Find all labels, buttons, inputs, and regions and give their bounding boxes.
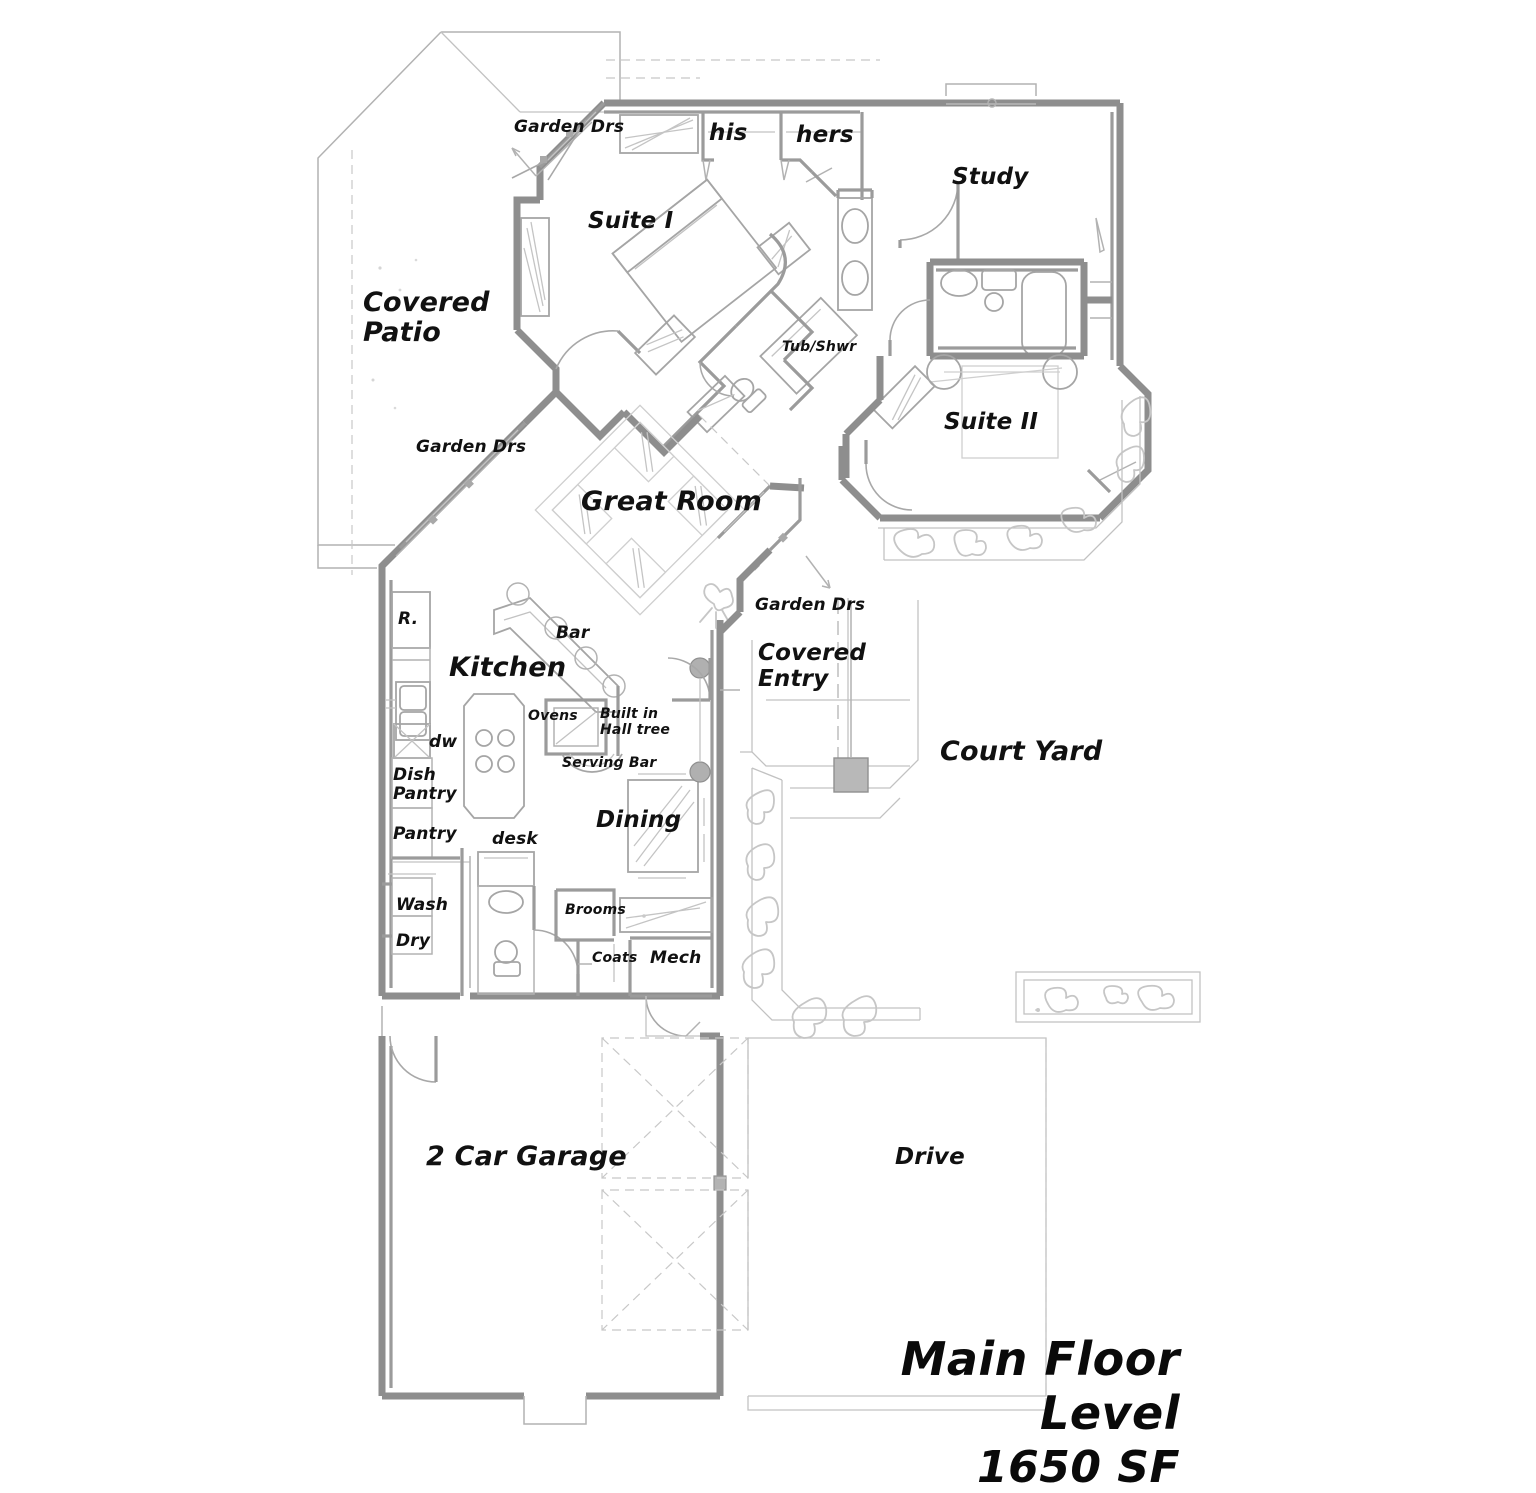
desk-powder-detail [460,848,580,996]
plan-title: Main Floor Level [900,1332,1180,1440]
vanity-suite1 [836,188,874,311]
tub-shower-suite1 [759,296,859,395]
annotation-label-washer: Wash [396,895,449,915]
drive-outline [747,1037,1047,1411]
annotation-label-garden-drs-3: Garden Drs [755,595,866,615]
room-label-dining: Dining [596,807,682,833]
courtyard-planters [741,396,1201,1039]
dining-detail [554,773,713,1037]
mech-room [630,936,712,1037]
suite-2-detail [842,262,1137,511]
room-label-great-room: Great Room [581,486,762,517]
dining-table [627,773,705,879]
annotation-label-garden-drs-1: Garden Drs [514,117,625,137]
annotation-label-desk: desk [492,829,538,849]
annotation-label-built-in-hall-tree: Built in Hall tree [600,706,671,738]
shrub-cluster-east [893,396,1152,558]
pantry-cabinets [391,757,470,863]
serving-bar [561,686,623,773]
annotation-label-ovens: Ovens [528,708,578,724]
laundry [382,873,436,955]
title-block: Main Floor Level 1650 SF [820,1332,1180,1493]
garage-door-bay-1 [601,1037,749,1179]
kitchen-island [463,693,525,819]
brooms-closet [554,888,713,942]
room-label-drive: Drive [895,1144,965,1170]
window-study-north [945,83,1037,108]
suite-1-detail [511,101,874,487]
annotation-label-his-closet: his [709,120,748,146]
annotation-label-bar: Bar [556,623,590,643]
toilet-suite1 [730,378,767,414]
bed-suite1 [611,178,778,344]
ovens [544,698,608,756]
garage-door-bay-2 [601,1189,749,1331]
room-label-kitchen: Kitchen [449,652,567,683]
room-label-court-yard: Court Yard [940,736,1103,767]
annotation-label-garden-drs-2: Garden Drs [416,437,527,457]
annotation-label-hers-closet: hers [796,122,854,148]
great-room-detail [395,404,831,635]
annotation-label-tub-shower: Tub/Shwr [782,339,857,355]
garden-door-suite1 [511,101,606,181]
coats-closet [576,940,632,996]
desk-counter [477,851,535,887]
window-suite2-sw [871,364,937,430]
room-label-suite-2: Suite II [944,409,1039,435]
garden-door-great-room [395,421,527,557]
closet-suite1 [619,114,699,154]
room-label-study: Study [952,164,1029,190]
room-label-covered-patio: Covered Patio [363,287,490,349]
plan-area: 1650 SF [976,1442,1180,1493]
annotation-label-serving-bar: Serving Bar [562,755,657,771]
annotation-label-dryer: Dry [396,931,431,951]
annotation-label-brooms: Brooms [565,902,626,918]
kitchen-bar-counter [493,582,626,713]
hers-closet-walls [779,112,864,200]
window-suite1-south [633,314,697,376]
room-label-suite-1: Suite I [588,208,674,234]
annotation-label-coats: Coats [592,950,638,966]
exterior-walls [378,99,1152,1000]
annotation-label-dishwasher: dw [429,732,458,752]
annotation-label-mechanical: Mech [650,948,702,968]
room-label-covered-entry: Covered Entry [758,640,867,692]
kitchen-detail [382,582,626,955]
annotation-label-dish-pantry: Dish Pantry [393,765,457,805]
covered-entry-detail [667,598,919,819]
garage-walls [378,1006,749,1425]
shrub-cluster-entry [741,789,878,1039]
room-label-two-car-garage: 2 Car Garage [426,1141,627,1172]
detached-planter-box [1015,971,1201,1023]
annotation-label-refrigerator: R. [398,609,419,629]
bed-suite2 [926,354,1078,459]
bath-suite2 [940,269,1067,357]
dishwasher [393,723,431,759]
annotation-label-pantry: Pantry [393,824,457,844]
window-suite1-west [520,217,550,317]
